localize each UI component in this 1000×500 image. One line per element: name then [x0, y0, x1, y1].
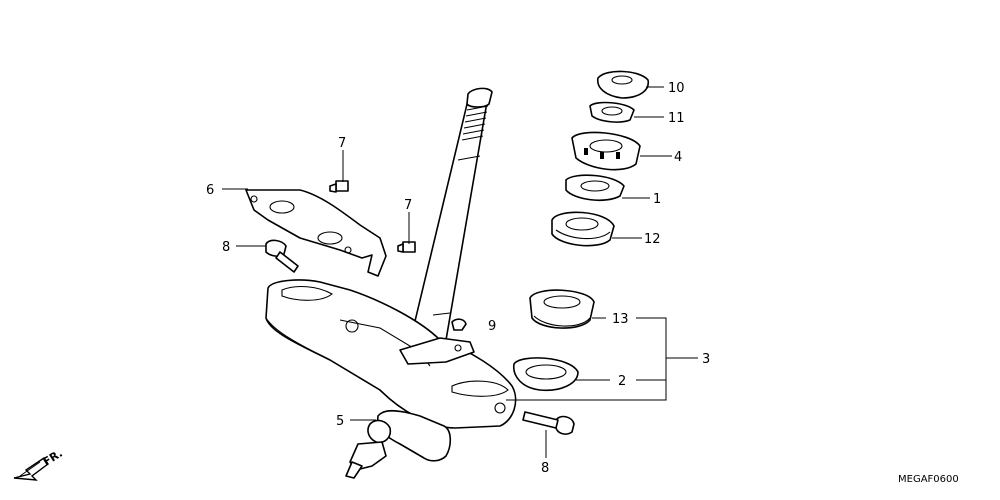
ignition-switch	[345, 409, 452, 479]
label-13: 13	[612, 312, 629, 327]
label-1: 1	[653, 192, 661, 207]
outer-race-13	[529, 289, 595, 329]
label-8-upper: 8	[222, 240, 230, 255]
adjusting-nut-4	[571, 131, 641, 171]
cable-guide-plate	[245, 189, 387, 277]
bearing-12	[551, 211, 615, 247]
steering-stem	[409, 87, 493, 343]
leader-lines	[222, 86, 698, 458]
lock-washer-11	[589, 101, 635, 123]
lock-nut-10	[597, 70, 649, 99]
label-12: 12	[644, 232, 661, 247]
label-3: 3	[702, 352, 710, 367]
bottom-bridge	[265, 279, 517, 429]
label-5: 5	[336, 414, 344, 429]
diagram-code: MEGAF0600	[898, 474, 959, 485]
bolt-7-lower	[397, 241, 416, 253]
label-8-lower: 8	[541, 461, 549, 476]
bolt-8-upper	[265, 239, 299, 273]
label-11: 11	[668, 111, 685, 126]
bolt-8-lower	[522, 411, 575, 435]
label-6: 6	[206, 183, 214, 198]
screw-9	[451, 318, 467, 331]
label-4: 4	[674, 150, 682, 165]
label-2: 2	[618, 374, 626, 389]
front-direction-arrow-icon	[13, 457, 49, 481]
label-7-lower: 7	[404, 198, 412, 213]
label-9: 9	[488, 319, 496, 334]
inner-race-1	[565, 174, 625, 202]
label-10: 10	[668, 81, 685, 96]
label-7-upper: 7	[338, 136, 346, 151]
bolt-7-upper	[329, 180, 349, 193]
dust-seal-2	[513, 357, 579, 392]
